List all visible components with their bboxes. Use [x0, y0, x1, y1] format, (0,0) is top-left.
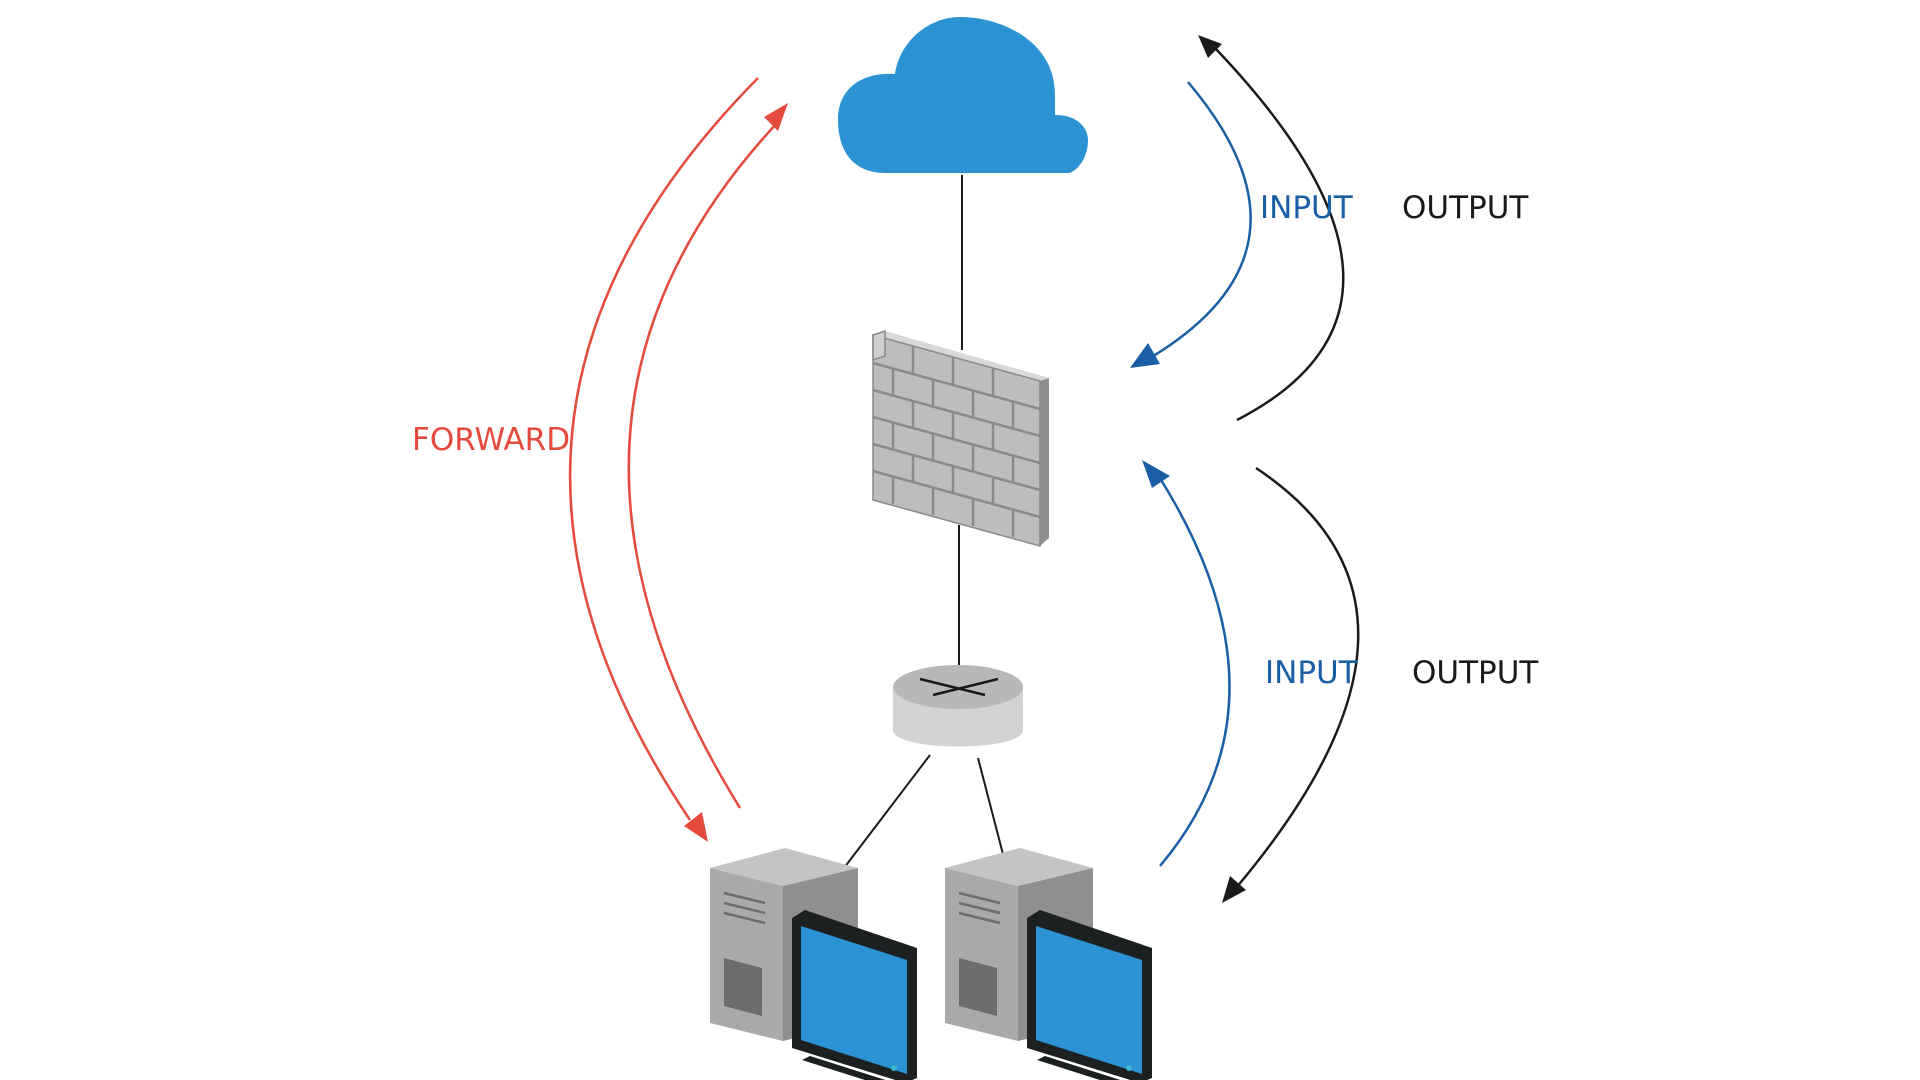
router-computer-right-link — [977, 757, 1005, 859]
output-arrows — [1214, 47, 1360, 889]
input-arrow-bottom — [1156, 474, 1231, 867]
output-arrowhead-bottom — [1222, 876, 1246, 903]
input-arrowhead-bottom — [1142, 460, 1170, 488]
cloud-icon — [838, 17, 1088, 173]
network-links — [843, 175, 1005, 869]
input-arrowhead-top — [1130, 343, 1160, 368]
forward-arrowhead-down — [684, 812, 708, 842]
firewall-icon — [872, 329, 1049, 547]
output-label-bottom: OUTPUT — [1412, 655, 1539, 691]
router-computer-left-link — [843, 754, 931, 869]
router-icon — [893, 665, 1023, 747]
forward-arrow-up — [627, 121, 779, 809]
input-arrows — [1149, 81, 1252, 867]
output-arrow-top — [1214, 47, 1345, 422]
computer-icon — [945, 848, 1152, 1080]
forward-arrowhead-up — [764, 103, 788, 131]
forward-label: FORWARD — [412, 422, 570, 458]
output-arrowhead-top — [1198, 35, 1222, 58]
input-label-bottom: INPUT — [1265, 655, 1359, 691]
forward-arrows — [568, 77, 779, 821]
computer-icon — [710, 848, 917, 1080]
output-label-top: OUTPUT — [1402, 190, 1529, 226]
forward-arrow-down — [568, 77, 759, 821]
input-label-top: INPUT — [1260, 190, 1354, 226]
input-arrow-top — [1149, 81, 1252, 360]
output-arrow-bottom — [1235, 466, 1360, 889]
